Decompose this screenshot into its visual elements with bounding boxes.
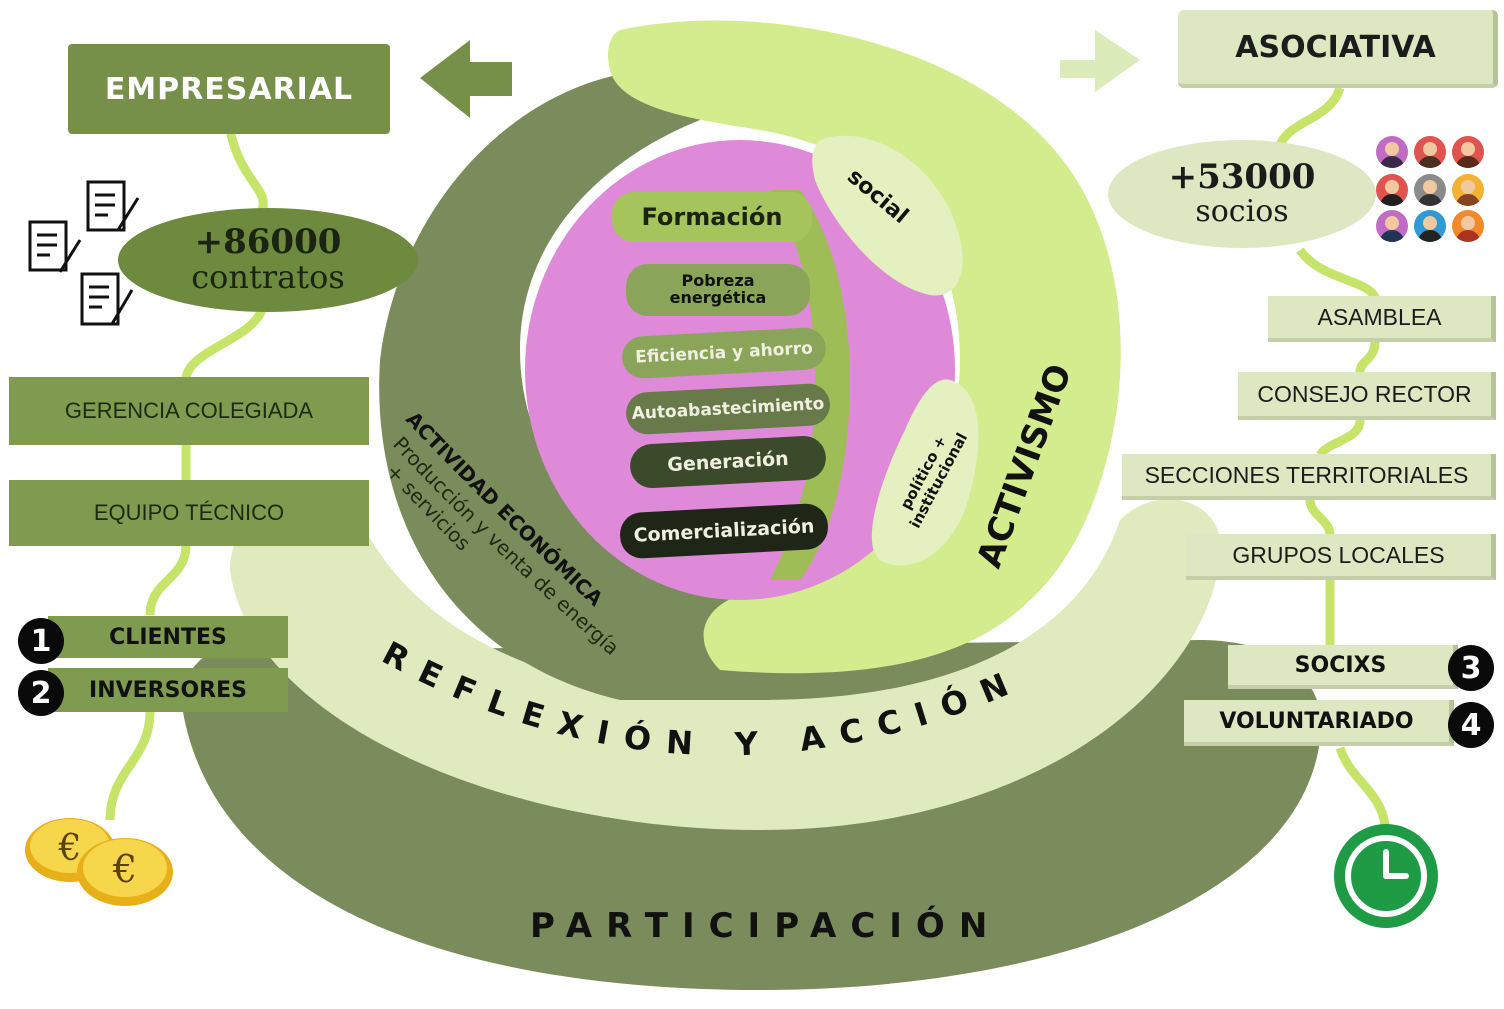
socixs-box: SOCIXS bbox=[1228, 645, 1458, 689]
badge-3: 3 bbox=[1448, 645, 1494, 691]
pill-pobreza-energetica: Pobreza energética bbox=[626, 264, 810, 316]
equipo-tecnico-box: EQUIPO TÉCNICO bbox=[9, 480, 369, 546]
contracts-label: contratos bbox=[191, 258, 345, 297]
empresarial-box: EMPRESARIAL bbox=[68, 44, 390, 134]
voluntariado-box: VOLUNTARIADO bbox=[1184, 700, 1454, 746]
gerencia-colegiada-box: GERENCIA COLEGIADA bbox=[9, 377, 369, 445]
people-avatars-icon bbox=[1374, 134, 1494, 244]
pill-formacion: Formación bbox=[612, 192, 812, 242]
inversores-box: INVERSORES bbox=[48, 668, 288, 712]
svg-text:€: € bbox=[58, 828, 82, 869]
clock-icon bbox=[1334, 824, 1438, 928]
socios-count: +53000 bbox=[1168, 157, 1316, 198]
grupos-locales-box: GRUPOS LOCALES bbox=[1186, 534, 1496, 580]
svg-text:€: € bbox=[112, 847, 137, 891]
asamblea-box: ASAMBLEA bbox=[1268, 296, 1496, 342]
badge-4: 4 bbox=[1448, 702, 1494, 748]
arrow-right-icon bbox=[1060, 30, 1140, 92]
clientes-box: CLIENTES bbox=[48, 616, 288, 658]
badge-2: 2 bbox=[18, 670, 64, 716]
consejo-rector-box: CONSEJO RECTOR bbox=[1238, 372, 1496, 420]
secciones-territoriales-box: SECCIONES TERRITORIALES bbox=[1122, 454, 1496, 500]
socios-label: socios bbox=[1195, 194, 1289, 230]
arrow-left-icon bbox=[420, 40, 512, 118]
euro-coins-icon: € € bbox=[25, 818, 173, 906]
socios-ellipse: +53000 socios bbox=[1108, 140, 1376, 248]
contracts-ellipse: +86000 contratos bbox=[118, 208, 418, 312]
asociativa-box: ASOCIATIVA bbox=[1178, 10, 1498, 88]
signed-document-icon bbox=[28, 180, 140, 326]
participacion-label: PARTICIPACIÓN bbox=[530, 906, 1002, 946]
badge-1: 1 bbox=[18, 618, 64, 664]
contracts-count: +86000 bbox=[194, 222, 342, 263]
